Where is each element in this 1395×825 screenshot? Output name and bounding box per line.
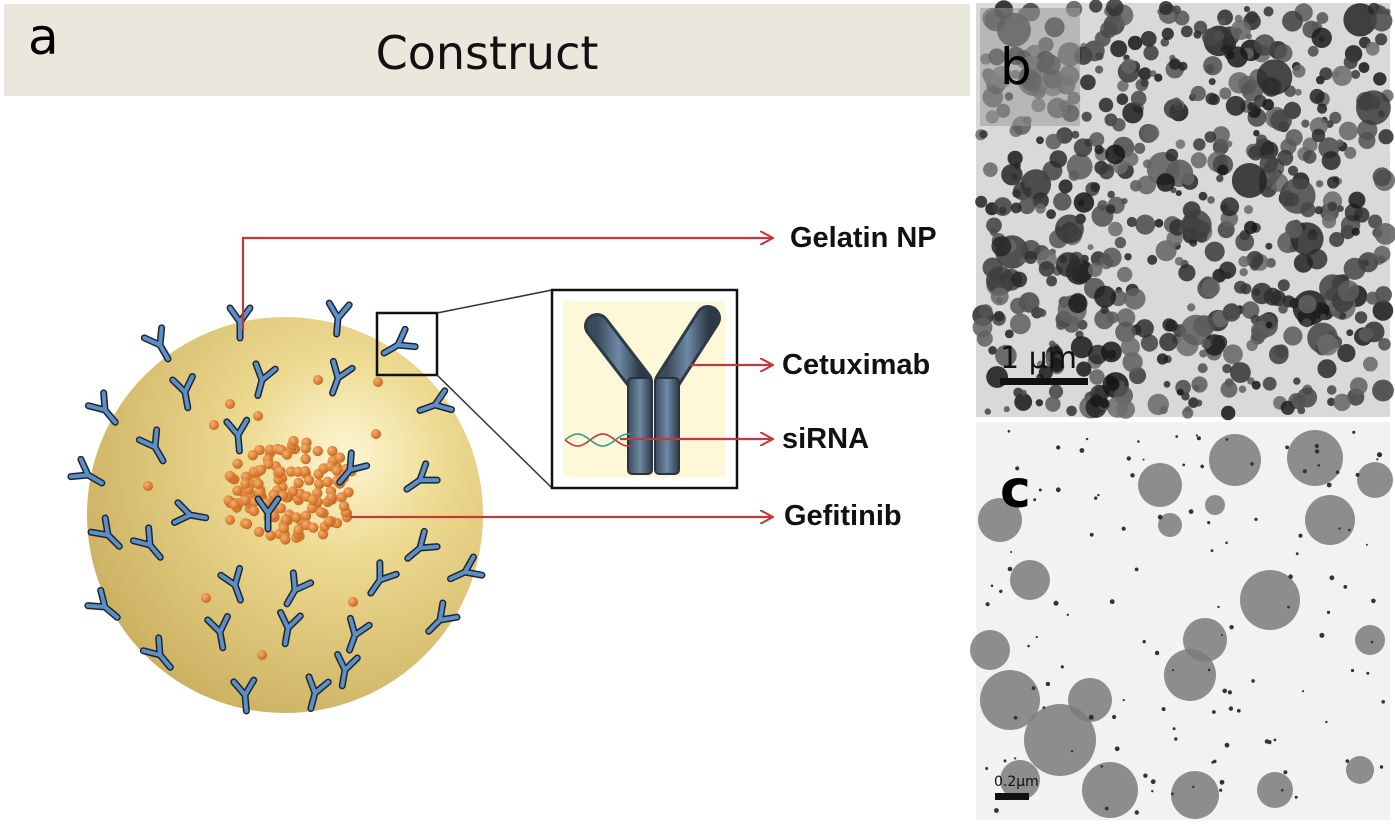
- label-gelatin-np: Gelatin NP: [790, 222, 937, 254]
- panel-b-letter: b: [1000, 38, 1032, 96]
- panel-b-micrograph: [972, 0, 1395, 421]
- panel-a-title: Construct: [375, 26, 599, 80]
- panel-b-scale-label: 1 µm: [1000, 341, 1077, 376]
- panel-c-scale-label: 0.2µm: [994, 774, 1039, 790]
- panel-a-header: Construct: [4, 4, 970, 96]
- callout-arrows: [241, 238, 772, 517]
- zoom-region-box: [375, 311, 439, 377]
- zoom-line-bottom: [436, 374, 553, 489]
- panel-a-letter: a: [28, 8, 59, 66]
- panel-c-letter: c: [1000, 460, 1031, 520]
- panel-c-scale-bar: [995, 793, 1029, 800]
- panel-c-micrograph: [970, 422, 1393, 820]
- antibody-inset: [550, 288, 739, 490]
- label-gefitinib: Gefitinib: [784, 500, 902, 532]
- zoom-line-top: [436, 289, 553, 314]
- label-cetuximab: Cetuximab: [782, 349, 931, 381]
- panel-b-scale-bar: [1000, 378, 1088, 385]
- label-sirna: siRNA: [782, 423, 870, 455]
